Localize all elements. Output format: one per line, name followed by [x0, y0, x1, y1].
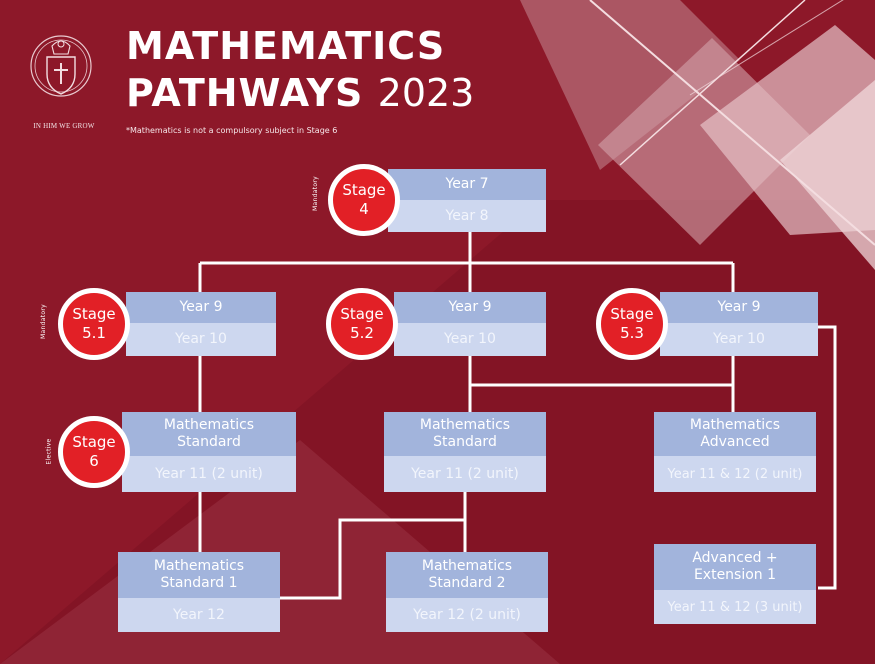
box-advanced-extension1-title-line1: Advanced +	[692, 550, 778, 566]
stage-4-label: Stage	[342, 181, 386, 199]
school-crest-icon	[30, 35, 92, 97]
box-math-standard-left-title-line1: Mathematics	[163, 417, 255, 433]
box-stage53-bottom: Year 10	[660, 323, 818, 356]
box-stage53: Year 9 Year 10	[660, 292, 818, 356]
school-motto: IN HIM WE GROW	[33, 122, 95, 130]
box-stage52-bottom: Year 10	[394, 323, 546, 356]
background-square-4	[780, 80, 875, 270]
stage-5-1-circle: Stage 5.1	[58, 288, 130, 360]
stage-6-label: Stage	[72, 433, 116, 451]
side-label-stage4: Mandatory	[311, 176, 319, 211]
box-math-standard-left-title-line2: Standard	[177, 434, 241, 450]
box-math-standard-mid-title-line1: Mathematics	[419, 417, 511, 433]
box-stage51: Year 9 Year 10	[126, 292, 276, 356]
stage-5-3-circle: Stage 5.3	[596, 288, 668, 360]
box-math-advanced-title-line2: Advanced	[700, 434, 770, 450]
stage-5-2-number: 5.2	[350, 324, 374, 342]
stage-5-1-label: Stage	[72, 305, 116, 323]
stage-4-circle: Stage 4	[328, 164, 400, 236]
box-stage52-top: Year 9	[394, 292, 546, 323]
box-stage4: Year 7 Year 8	[388, 169, 546, 232]
box-math-standard2-title-line2: Standard 2	[428, 575, 506, 591]
title-line-1: MATHEMATICS	[126, 24, 446, 68]
box-math-standard-left-title: Mathematics Standard	[122, 412, 296, 456]
stage-5-2-label: Stage	[340, 305, 384, 323]
background-line-2	[619, 0, 806, 166]
box-math-standard1-title: Mathematics Standard 1	[118, 552, 280, 598]
background-line-3	[689, 0, 844, 96]
box-math-standard1-title-line1: Mathematics	[153, 558, 245, 574]
stage-5-1-number: 5.1	[82, 324, 106, 342]
box-advanced-extension1-title: Advanced + Extension 1	[654, 544, 816, 590]
title-line-2: PATHWAYS 2023	[126, 72, 474, 114]
box-math-standard2: Mathematics Standard 2 Year 12 (2 unit)	[386, 552, 548, 632]
box-stage51-bottom: Year 10	[126, 323, 276, 356]
side-label-stage5: Mandatory	[39, 304, 47, 339]
box-stage4-top: Year 7	[388, 169, 546, 200]
box-math-advanced-title: Mathematics Advanced	[654, 412, 816, 456]
box-math-standard-mid-year: Year 11 (2 unit)	[384, 456, 546, 492]
stage-6-number: 6	[89, 452, 99, 470]
box-math-standard-mid-title: Mathematics Standard	[384, 412, 546, 456]
box-math-advanced: Mathematics Advanced Year 11 & 12 (2 uni…	[654, 412, 816, 492]
box-math-standard-mid-title-line2: Standard	[433, 434, 497, 450]
box-math-standard1-year: Year 12	[118, 598, 280, 632]
background-square-1	[520, 0, 740, 170]
stage-5-2-circle: Stage 5.2	[326, 288, 398, 360]
background-line-1	[589, 0, 875, 246]
stage-5-3-label: Stage	[610, 305, 654, 323]
box-stage51-top: Year 9	[126, 292, 276, 323]
box-math-standard-left: Mathematics Standard Year 11 (2 unit)	[122, 412, 296, 492]
box-math-standard2-title: Mathematics Standard 2	[386, 552, 548, 598]
box-math-standard-left-year: Year 11 (2 unit)	[122, 456, 296, 492]
box-math-standard1: Mathematics Standard 1 Year 12	[118, 552, 280, 632]
title-pathways: PATHWAYS	[126, 71, 364, 115]
title-year: 2023	[377, 71, 475, 115]
box-math-advanced-year: Year 11 & 12 (2 unit)	[654, 456, 816, 492]
subtitle-note: *Mathematics is not a compulsory subject…	[126, 126, 338, 135]
box-stage52: Year 9 Year 10	[394, 292, 546, 356]
box-math-standard-mid: Mathematics Standard Year 11 (2 unit)	[384, 412, 546, 492]
stage-4-number: 4	[359, 200, 369, 218]
box-math-advanced-title-line1: Mathematics	[689, 417, 781, 433]
box-math-standard2-title-line1: Mathematics	[421, 558, 513, 574]
connector-standard-mid-to-standard1	[280, 492, 467, 600]
stage-6-circle: Stage 6	[58, 416, 130, 488]
box-advanced-extension1-title-line2: Extension 1	[693, 567, 777, 583]
box-advanced-extension1-year: Year 11 & 12 (3 unit)	[654, 590, 816, 624]
box-advanced-extension1: Advanced + Extension 1 Year 11 & 12 (3 u…	[654, 544, 816, 624]
box-stage4-bottom: Year 8	[388, 200, 546, 232]
connector-stage53-to-extension1	[818, 325, 837, 590]
box-math-standard2-year: Year 12 (2 unit)	[386, 598, 548, 632]
box-stage53-top: Year 9	[660, 292, 818, 323]
box-math-standard1-title-line2: Standard 1	[160, 575, 238, 591]
stage-5-3-number: 5.3	[620, 324, 644, 342]
side-label-stage6: Elective	[45, 438, 53, 465]
